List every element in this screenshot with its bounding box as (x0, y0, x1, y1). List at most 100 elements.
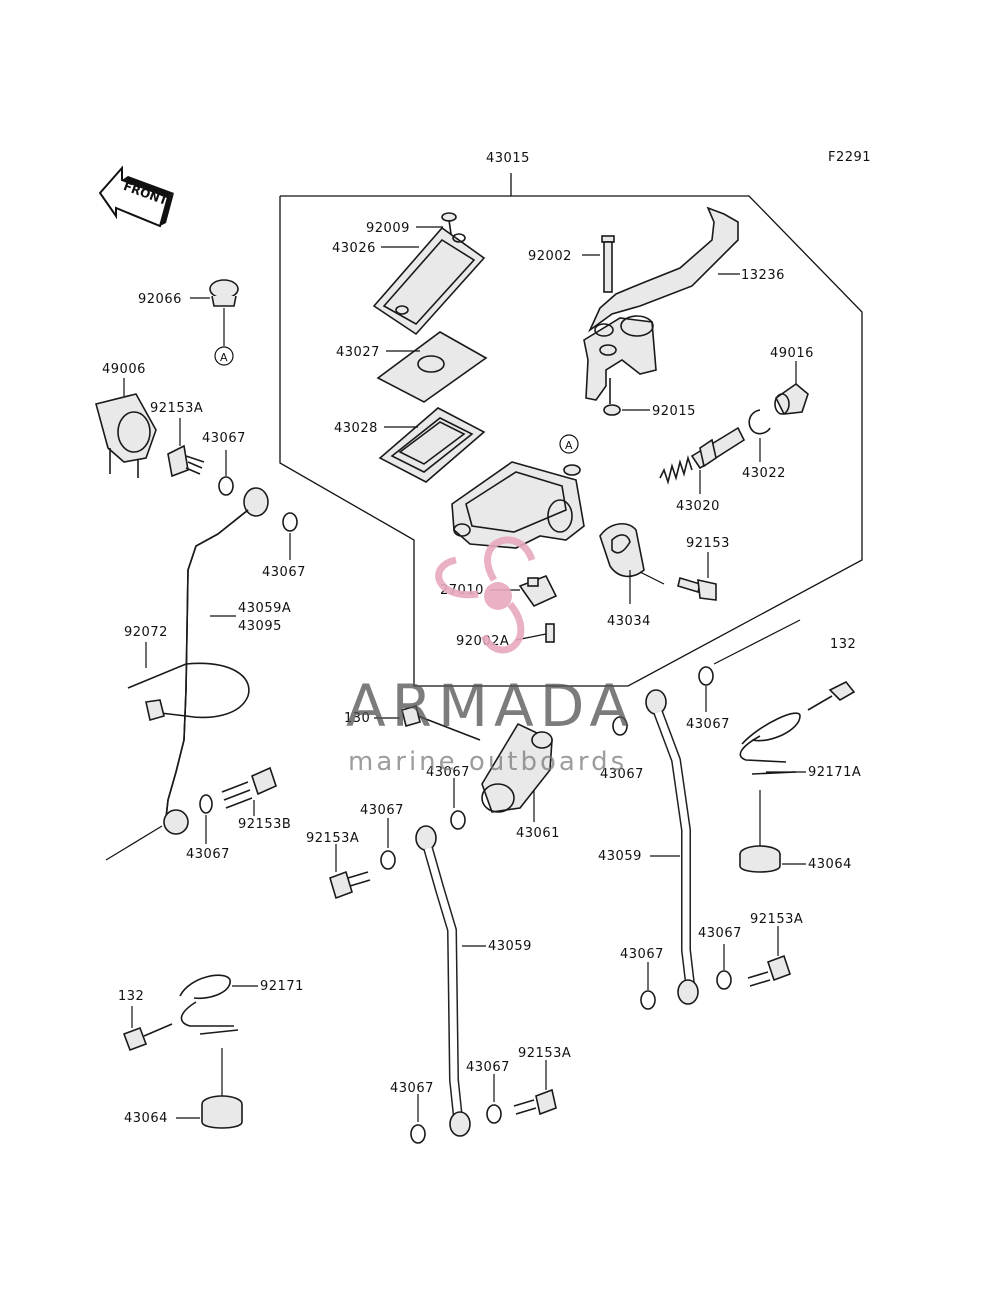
label-92072: 92072 (124, 625, 168, 640)
reservoir-cap-43026 (372, 226, 486, 336)
washer-43067-g (698, 666, 714, 686)
label-92015: 92015 (652, 404, 696, 419)
assembly-frame (279, 173, 863, 687)
label-43061: 43061 (516, 826, 560, 841)
label-43020: 43020 (676, 499, 720, 514)
brake-lever-13236 (583, 206, 739, 401)
label-43034: 43034 (607, 614, 651, 629)
screw-92009 (441, 212, 457, 235)
washer-43067-h (716, 970, 732, 990)
cap-92066 (209, 279, 239, 307)
label-43067-j: 43067 (390, 1081, 434, 1096)
washer-43067-f (380, 850, 396, 870)
washer-43067-a (218, 476, 234, 496)
assembly-label: 43015 (486, 151, 530, 166)
label-43028: 43028 (334, 421, 378, 436)
boot-49016 (774, 382, 809, 415)
bolt-130 (401, 705, 481, 741)
label-43067-i: 43067 (620, 947, 664, 962)
label-43067-d: 43067 (426, 765, 470, 780)
label-132-right: 132 (830, 637, 856, 652)
label-43064-right: 43064 (808, 857, 852, 872)
washer-43067-c (199, 794, 213, 814)
banjo-bolt-92153b (221, 766, 277, 809)
label-130: 130 (344, 711, 370, 726)
diaphragm-43028 (378, 407, 486, 483)
label-43059A: 43059A (238, 601, 291, 616)
screw-92002a (545, 623, 555, 643)
clamp-band-92072 (127, 662, 250, 722)
label-43067-h: 43067 (698, 926, 742, 941)
label-43067-e: 43067 (600, 767, 644, 782)
label-43095: 43095 (238, 619, 282, 634)
label-92171: 92171 (260, 979, 304, 994)
label-49006: 49006 (102, 362, 146, 377)
label-92171A: 92171A (808, 765, 861, 780)
joint-43061 (481, 722, 553, 813)
label-92002: 92002 (528, 249, 572, 264)
bolt-92153 (677, 576, 717, 601)
clamp-43034 (599, 523, 645, 578)
label-13236: 13236 (741, 268, 785, 283)
reservoir-49006 (95, 393, 157, 478)
banjo-bolt-92153a-right (747, 954, 792, 987)
front-arrow-icon: FRONT (98, 165, 174, 228)
label-132-left: 132 (118, 989, 144, 1004)
watermark-tagline: marine outboards (348, 747, 627, 777)
piston-kit-43020 (659, 426, 746, 485)
label-43064-left: 43064 (124, 1111, 168, 1126)
washer-43067-k (486, 1104, 502, 1124)
diaphragm-plate-43027 (376, 331, 488, 403)
label-43067-g: 43067 (686, 717, 730, 732)
label-92153A-right: 92153A (750, 912, 803, 927)
label-92066: 92066 (138, 292, 182, 307)
label-92153A-top: 92153A (150, 401, 203, 416)
label-43059-right: 43059 (598, 849, 642, 864)
washer-43067-i (640, 990, 656, 1010)
label-92153A-bottom: 92153A (518, 1046, 571, 1061)
label-43067-k: 43067 (466, 1060, 510, 1075)
label-92153: 92153 (686, 536, 730, 551)
washer-43067-d (450, 810, 466, 830)
hose-43059a (163, 487, 269, 835)
nut-92015 (603, 378, 621, 416)
label-43059-mid: 43059 (488, 939, 532, 954)
label-43067-b: 43067 (262, 565, 306, 580)
label-43067-a: 43067 (202, 431, 246, 446)
label-43067-f: 43067 (360, 803, 404, 818)
propeller-icon (435, 536, 536, 654)
label-92153A-mid: 92153A (306, 831, 359, 846)
brake-switch-27010 (518, 574, 558, 608)
banjo-bolt-92153a-bottom (513, 1088, 557, 1116)
banjo-bolt-92153a-top (167, 444, 205, 478)
hose-43059-mid (415, 825, 471, 1137)
washer-43067-b (282, 512, 298, 532)
label-92153B: 92153B (238, 817, 291, 832)
master-cylinder-body (451, 461, 585, 549)
label-43022: 43022 (742, 466, 786, 481)
watermark-brand: ARMADA (346, 672, 635, 740)
reference-marker-a: A (559, 434, 579, 454)
label-92009: 92009 (366, 221, 410, 236)
clamp-92171a (739, 712, 801, 775)
bolt-132-left (122, 1023, 173, 1052)
label-43026: 43026 (332, 241, 376, 256)
svg-text:A: A (565, 439, 573, 452)
hose-43059-right (645, 689, 699, 1005)
label-49016: 49016 (770, 346, 814, 361)
label-43067-c: 43067 (186, 847, 230, 862)
reference-marker-a-left: A (214, 346, 234, 366)
bolt-132-right (807, 680, 856, 711)
banjo-bolt-92153a-mid (329, 870, 371, 900)
clamp-92171 (179, 974, 239, 1035)
washer-43067-e (612, 716, 628, 736)
grommet-43064-left (201, 1095, 243, 1129)
figure-code: F2291 (828, 150, 871, 165)
washer-43067-j (410, 1124, 426, 1144)
circlip-43022 (748, 409, 771, 435)
watermark-logo: ARMADA marine outboards (346, 536, 635, 777)
label-43027: 43027 (336, 345, 380, 360)
svg-text:A: A (220, 351, 228, 364)
